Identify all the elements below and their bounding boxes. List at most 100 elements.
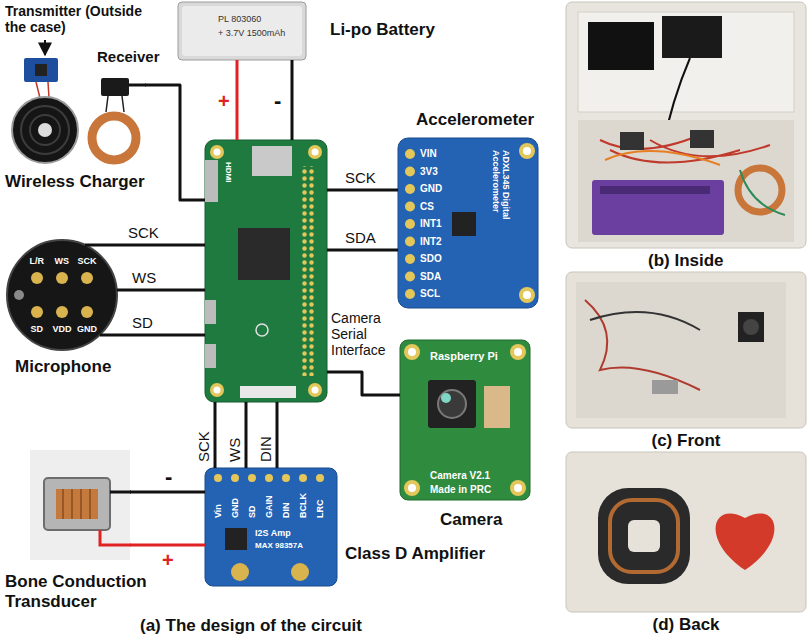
coil-ring: [21, 106, 69, 154]
case-photo: [566, 272, 806, 428]
battery-print: PL 803060: [218, 14, 261, 24]
battery-pack: [178, 2, 306, 60]
coil-winding: [63, 489, 90, 519]
mount-hole: [523, 291, 531, 299]
pin-hole: [405, 202, 415, 212]
mount-hole: [312, 387, 319, 394]
camera-board: [400, 340, 530, 500]
pin-hole: [231, 474, 239, 482]
transmitter-coil: [12, 97, 78, 163]
pin-pad: [31, 272, 43, 284]
signal-label: SCK: [345, 169, 376, 186]
signal-label: WS: [226, 438, 243, 462]
transmitter-board: [24, 58, 58, 82]
module: [620, 132, 644, 150]
pin-pad: [81, 306, 93, 318]
signal-label: DIN: [257, 436, 274, 462]
board-print: ADXL345 Digital Accelerometer: [490, 150, 511, 260]
wire-connector: [117, 289, 205, 292]
coil-center: [38, 123, 52, 137]
wire-connector: [130, 491, 205, 494]
pin-hole: [316, 474, 324, 482]
soc-chip: [238, 228, 290, 280]
component-label: Bone Conduction Transducer: [5, 572, 175, 611]
accelerometer-board: AccelerometerVIN3V3GNDCSINT1INT2SDOSDASC…: [398, 138, 538, 308]
signal-label: +: [218, 90, 230, 113]
signal-label: Camera Serial Interface: [331, 310, 399, 358]
pin-label: Vin: [213, 504, 223, 518]
signal-label: -: [165, 464, 172, 489]
pin-label: GND: [77, 324, 97, 334]
pin-hole: [405, 219, 415, 229]
mount-hole: [308, 383, 322, 397]
wire-connector: [236, 60, 239, 140]
usb-port: [205, 344, 216, 368]
board-print: I2S Amp: [255, 528, 291, 538]
wire-connector: [85, 244, 205, 247]
mount-hole: [404, 344, 420, 360]
chip: [452, 212, 476, 236]
panel-caption: (c) Front: [652, 431, 721, 451]
camera-module: [738, 312, 764, 342]
pin-label: SDA: [420, 271, 441, 283]
pin-label: VDD: [53, 324, 72, 334]
accelerometer-board: [398, 138, 538, 308]
mount-hole: [210, 383, 224, 397]
camera-connector: [484, 386, 510, 428]
pin-label: SCL: [420, 288, 440, 300]
pin-hole: [405, 272, 415, 282]
usb-port: [652, 380, 678, 394]
mount-hole: [519, 287, 535, 303]
pin-hole: [405, 254, 415, 264]
pin-hole: [405, 149, 415, 159]
wire-connector: [245, 402, 248, 468]
wire-connector: [327, 249, 398, 252]
wire-stub: [100, 530, 131, 545]
receiver-coil: [92, 116, 136, 160]
mount-hole: [210, 145, 224, 159]
board-print: Raspberry Pi: [430, 350, 498, 363]
chip: [35, 64, 47, 76]
pin-label: WS: [55, 256, 70, 266]
component-label: Accelerometer: [416, 110, 534, 130]
wire-connector: [145, 85, 205, 200]
case-photo: [566, 452, 806, 612]
pin-label: 3V3: [420, 166, 438, 178]
case-photo: [566, 2, 806, 248]
component-label: Class D Amplifier: [345, 544, 485, 564]
component-label: Transmitter (Outside the case): [5, 3, 155, 35]
wire-stub: [110, 491, 131, 494]
component-label: Li-po Battery: [330, 20, 435, 40]
pin-label: CS: [420, 201, 434, 213]
transducer-coil: [56, 489, 98, 519]
camera-lens: [743, 319, 759, 335]
pin-hole: [265, 474, 273, 482]
pin-label: DIN: [281, 503, 291, 519]
board-print: Camera V2.1: [430, 470, 490, 482]
case-body: [578, 120, 794, 242]
photo-ground: [30, 450, 130, 560]
pin-pad: [81, 272, 93, 284]
amplifier-board: Class D AmplifierVinGNDSDGAINDINBCLKLRCI…: [205, 468, 337, 586]
mount-hole: [519, 143, 535, 159]
wire-connector: [100, 334, 205, 337]
pin-label: GND: [420, 183, 442, 195]
lens-cover: [441, 393, 451, 403]
raspberry-pi-zero: HDMI: [205, 140, 327, 402]
pin-pad: [56, 306, 68, 318]
pin-label: LRC: [315, 500, 325, 519]
signal-label: WS: [132, 269, 156, 286]
signal-label: SCK: [128, 224, 159, 241]
pin-label: SD: [247, 505, 257, 518]
receiver-board: [101, 78, 129, 96]
receiver-coil: Receiver: [85, 75, 145, 165]
component-label: Microphone: [15, 357, 111, 377]
signal-label: -: [274, 88, 281, 113]
mount-hole: [408, 348, 416, 356]
mic-port: [14, 290, 24, 300]
board-print: MAX 98357A: [255, 541, 303, 550]
leader-arrow: [44, 40, 46, 55]
transducer-housing: [44, 478, 110, 530]
mount-hole: [308, 145, 322, 159]
wire-connector: [130, 544, 205, 547]
